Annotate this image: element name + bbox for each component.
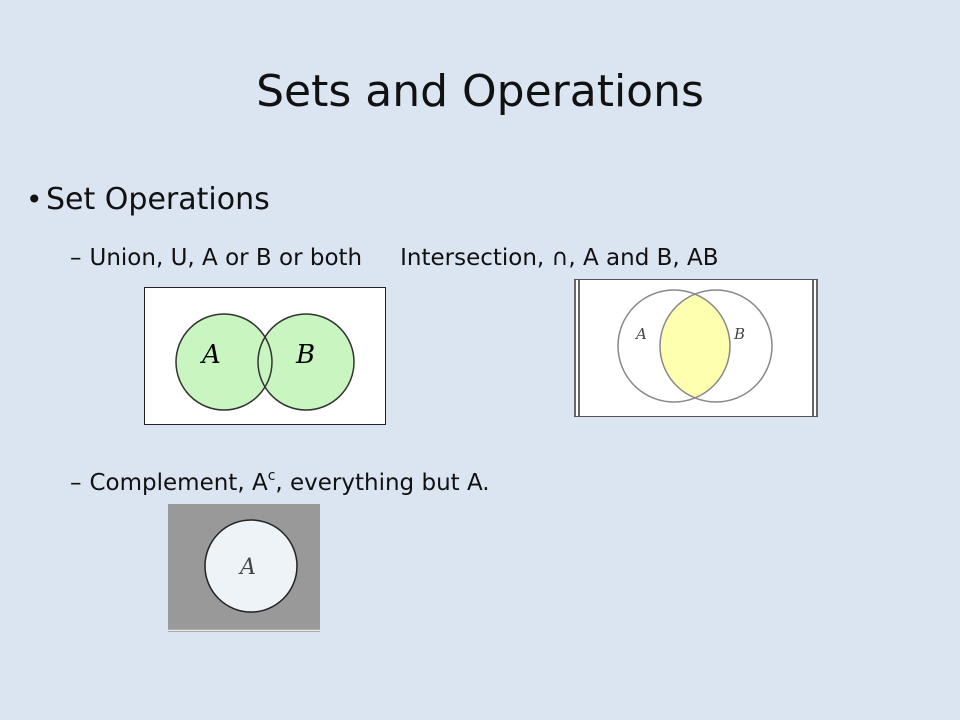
- page-title: Sets and Operations: [256, 66, 704, 117]
- bullet-text: Set Operations: [46, 182, 270, 217]
- complement-circle-a: [204, 519, 298, 613]
- sub-bullet-union-intersection: –Union, U, A or B or both Intersection, ∩…: [70, 242, 719, 274]
- union-circle-b: [257, 313, 355, 411]
- intersection-venn-diagram: A B: [574, 279, 818, 417]
- intersection-circle-a: [617, 289, 731, 403]
- union-venn-diagram: A B: [144, 287, 386, 425]
- complement-superscript: c: [267, 468, 276, 484]
- union-text: Union, U, A or B or both: [89, 245, 363, 271]
- complement-text-prefix: Complement, A: [89, 470, 268, 496]
- union-label-b: B: [295, 340, 315, 370]
- dash-icon: –: [70, 245, 82, 271]
- complement-label-a: A: [238, 555, 256, 580]
- complement-venn-diagram: A: [168, 504, 320, 632]
- intersection-label-b: B: [733, 325, 745, 343]
- intersection-circle-b: [659, 289, 773, 403]
- intersection-text: Intersection, ∩, A and B, AB: [400, 245, 719, 271]
- bullet-dot-icon: •: [26, 183, 43, 216]
- union-circle-a: [175, 313, 273, 411]
- complement-text-suffix: , everything but A.: [275, 470, 490, 496]
- union-circle-a-fill: [176, 314, 272, 410]
- intersection-overlap-fill: [660, 290, 730, 402]
- intersection-label-a: A: [634, 325, 647, 343]
- dash-icon: –: [70, 470, 82, 496]
- sub-bullet-complement: –Complement, Ac, everything but A.: [70, 460, 490, 499]
- bullet-set-operations: •Set Operations: [26, 178, 270, 222]
- union-label-a: A: [200, 340, 221, 370]
- union-circle-b-fill: [258, 314, 354, 410]
